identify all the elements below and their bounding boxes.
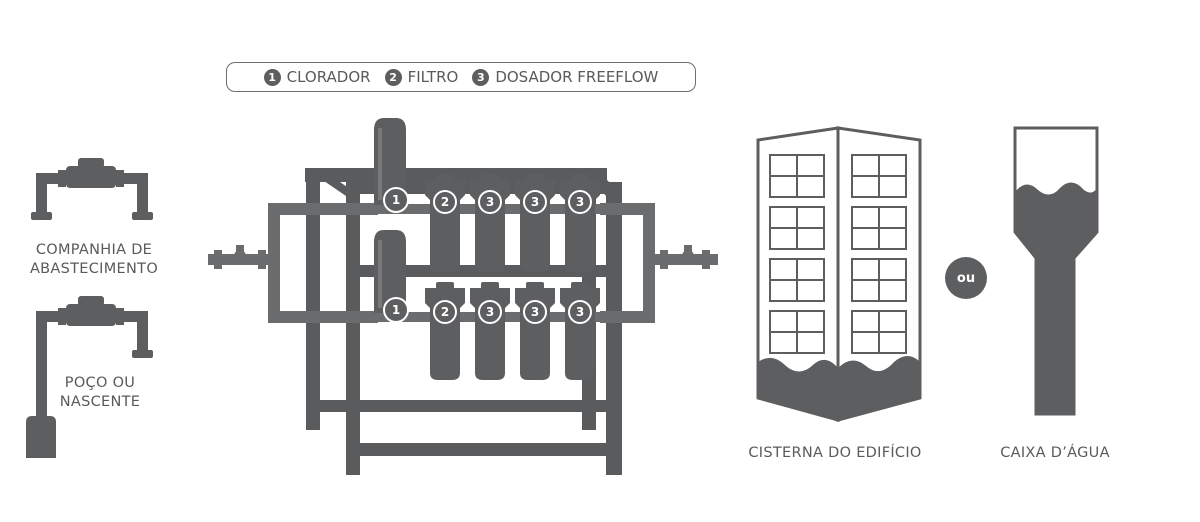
legend-item-dosador: 3 DOSADOR FREEFLOW bbox=[472, 68, 658, 86]
legend-box: 1 CLORADOR 2 FILTRO 3 DOSADOR FREEFLOW bbox=[226, 62, 696, 92]
legend-label-filtro: FILTRO bbox=[407, 68, 459, 86]
well-label: POÇO OU NASCENTE bbox=[30, 374, 170, 412]
filter-housings-bottom bbox=[425, 282, 600, 380]
water-tank-icon bbox=[1013, 126, 1099, 416]
unit-top-3a-label: 3 bbox=[486, 195, 494, 209]
unit-bottom-3b-label: 3 bbox=[531, 305, 539, 319]
tank-label: CAIXA D’ÁGUA bbox=[1000, 445, 1110, 461]
unit-bottom-1-label: 1 bbox=[392, 303, 400, 317]
clorador-top bbox=[374, 118, 409, 213]
unit-top-2-label: 2 bbox=[441, 195, 449, 209]
unit-bottom-2-label: 2 bbox=[441, 305, 449, 319]
legend-label-clorador: CLORADOR bbox=[286, 68, 371, 86]
building-icon bbox=[756, 126, 922, 422]
legend-label-dosador: DOSADOR FREEFLOW bbox=[495, 68, 659, 86]
legend-number-3: 3 bbox=[472, 68, 490, 86]
unit-bottom-3c-label: 3 bbox=[576, 305, 584, 319]
unit-bottom-3a-label: 3 bbox=[486, 305, 494, 319]
legend-number-2: 2 bbox=[384, 68, 402, 86]
building-label: CISTERNA DO EDIFÍCIO bbox=[748, 445, 922, 461]
legend-number-1: 1 bbox=[263, 68, 281, 86]
legend-item-clorador: 1 CLORADOR bbox=[263, 68, 371, 86]
legend-item-filtro: 2 FILTRO bbox=[384, 68, 459, 86]
company-supply-icon bbox=[31, 158, 153, 220]
company-label-line2: ABASTECIMENTO bbox=[29, 261, 159, 277]
or-badge: ou bbox=[945, 257, 987, 299]
well-label-line1: POÇO OU bbox=[64, 375, 136, 391]
unit-top-3b-label: 3 bbox=[531, 195, 539, 209]
clorador-bottom bbox=[374, 230, 409, 323]
company-label: COMPANHIA DE ABASTECIMENTO bbox=[10, 241, 178, 279]
unit-top-3c-label: 3 bbox=[576, 195, 584, 209]
company-label-line1: COMPANHIA DE bbox=[35, 242, 153, 258]
unit-top-1-label: 1 bbox=[392, 193, 400, 207]
well-source-icon bbox=[26, 296, 153, 458]
well-label-line2: NASCENTE bbox=[59, 394, 141, 410]
